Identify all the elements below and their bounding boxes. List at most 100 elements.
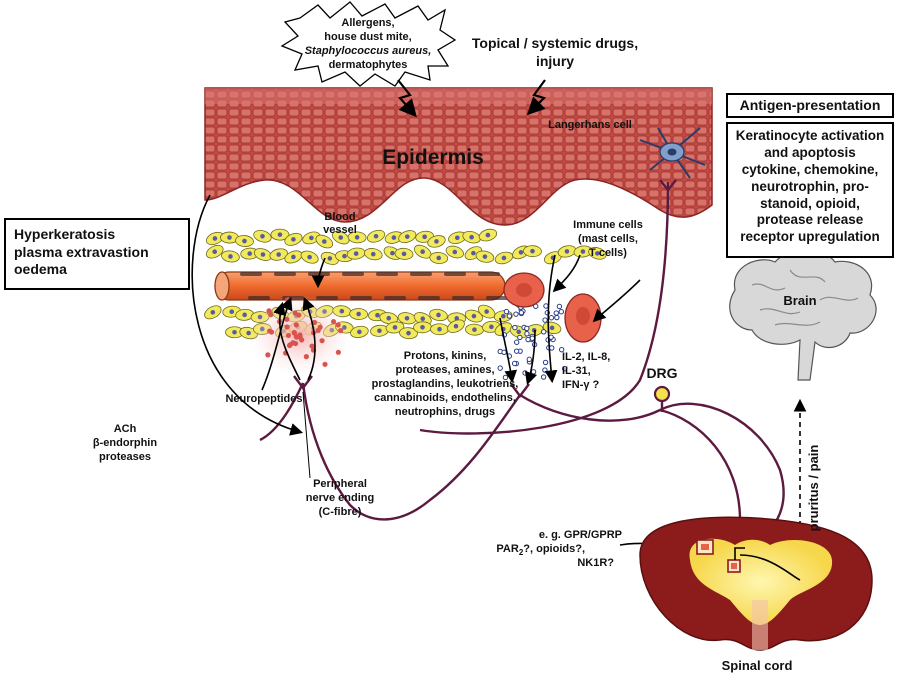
nerve-ending-mid (510, 383, 530, 398)
dermal-cell (427, 235, 446, 248)
dermal-cell (270, 228, 290, 241)
hyperkeratosis-box: Hyperkeratosis plasma extravastion oedem… (4, 218, 190, 290)
epidermis-layer (204, 87, 713, 226)
dermal-cell (413, 321, 432, 334)
dermal-cell (346, 247, 366, 260)
label-spinal-cord: Spinal cord (722, 658, 793, 673)
svg-text:Peripheral: Peripheral (313, 478, 367, 490)
neuropeptide-release (248, 295, 352, 375)
label-ach: ACh β-endorphin proteases (93, 423, 157, 463)
label-interleukins: IL-2, IL-8, IL-31, IFN-γ ? (562, 351, 610, 391)
dermal-cell (413, 244, 432, 259)
spinal-cord (639, 516, 873, 651)
svg-text:proteases: proteases (99, 451, 151, 463)
label-immune-cells: Immune cells (mast cells, T cells) (573, 219, 643, 259)
allergen-burst (280, 1, 457, 87)
dermal-cell (399, 327, 418, 340)
svg-text:Blood: Blood (324, 211, 355, 223)
svg-text:neutrophins, drugs: neutrophins, drugs (395, 406, 495, 418)
dermal-cell (398, 230, 417, 244)
svg-text:e. g. GPR/GPRP: e. g. GPR/GPRP (539, 529, 622, 541)
dermal-cell (384, 231, 404, 244)
svg-text:(C-fibre): (C-fibre) (319, 506, 362, 518)
dermal-cell (370, 324, 389, 337)
dermal-cell (588, 247, 607, 260)
dermal-cell (445, 245, 464, 259)
svg-text:T cells): T cells) (589, 247, 627, 259)
dermal-cell (225, 326, 244, 339)
label-epidermis: Epidermis (382, 146, 484, 169)
dermal-cell (363, 248, 383, 261)
langerhans-cell (639, 127, 706, 179)
svg-text:injury: injury (536, 53, 574, 69)
dermal-cell (379, 312, 399, 325)
svg-text:prostaglandins, leukotriens,: prostaglandins, leukotriens, (372, 378, 519, 390)
dermal-cell (300, 250, 319, 264)
svg-text:Protons, kinins,: Protons, kinins, (404, 350, 487, 362)
brain-icon (729, 249, 877, 381)
dermal-cell (349, 308, 369, 320)
svg-text:ACh: ACh (114, 423, 137, 435)
dermal-cell (204, 305, 222, 320)
label-receptors: e. g. GPR/GPRP PAR2?, opioids?, NK1R? (496, 529, 622, 569)
dermal-cell (253, 229, 272, 243)
drg-ganglion (653, 385, 671, 412)
drug-arrow (526, 79, 547, 116)
dermal-cell (331, 230, 350, 245)
svg-text:Allergens,: Allergens, (341, 17, 394, 29)
svg-text:IL-31,: IL-31, (562, 365, 591, 377)
svg-text:NK1R?: NK1R? (577, 557, 614, 569)
label-nerve-ending: Peripheral nerve ending (C-fibre) (306, 478, 374, 518)
label-receptors-par: PAR2?, opioids?, (496, 543, 585, 557)
dermal-cell (284, 232, 303, 246)
svg-text:Topical / systemic drugs,: Topical / systemic drugs, (472, 35, 638, 51)
dermal-cell (320, 251, 339, 265)
svg-text:(mast cells,: (mast cells, (578, 233, 638, 245)
antigen-presentation-box: Antigen-presentation (726, 93, 894, 118)
nerve-ending-top (659, 179, 677, 192)
dermal-cell (447, 319, 465, 333)
svg-text:house dust mite,: house dust mite, (324, 31, 411, 43)
dermal-cell (205, 244, 224, 259)
svg-text:IFN-γ ?: IFN-γ ? (562, 379, 600, 391)
svg-text:proteases, amines,: proteases, amines, (395, 364, 494, 376)
dermal-cell (494, 251, 514, 265)
dermal-cell (465, 323, 484, 336)
dermal-cell (462, 230, 481, 244)
svg-text:Staphylococcus aureus,: Staphylococcus aureus, (305, 45, 432, 57)
svg-text:Immune cells: Immune cells (573, 219, 643, 231)
keratinocyte-activation-box: Keratinocyte activation and apoptosis cy… (726, 122, 894, 258)
dermal-cell (397, 312, 417, 325)
dermal-cell (475, 250, 495, 263)
dermal-cell (448, 231, 467, 244)
dermal-cell (523, 245, 542, 258)
dermal-cell (429, 308, 448, 322)
label-brain: Brain (783, 293, 816, 308)
label-drg: DRG (646, 365, 677, 381)
dermal-cell (464, 309, 484, 323)
nerve-ending-pointer (302, 391, 311, 479)
blood-vessel (214, 271, 508, 301)
label-topical-drugs: Topical / systemic drugs, injury (472, 35, 638, 69)
dermal-cell (478, 228, 498, 242)
dermal-cell (205, 231, 224, 246)
dermal-cell (269, 248, 288, 261)
label-neuropeptides: Neuropeptides (225, 393, 302, 405)
dermal-cell (221, 250, 240, 263)
label-mediators: Protons, kinins, proteases, amines, pros… (372, 350, 519, 418)
dermal-cell (315, 234, 334, 249)
dermal-cell (394, 247, 414, 260)
dermal-cell (429, 252, 449, 264)
label-blood-vessel: Blood vessel (323, 211, 357, 236)
allergen-arrow (397, 79, 417, 118)
dermal-cell (235, 235, 254, 247)
dermal-cell (366, 229, 386, 243)
label-allergens: Allergens, house dust mite, Staphylococc… (305, 17, 432, 71)
dermal-cell (284, 250, 303, 264)
svg-text:nerve ending: nerve ending (306, 492, 374, 504)
label-langerhans: Langerhans cell (548, 119, 632, 131)
nerve-ending-left (293, 375, 313, 390)
svg-text:cannabinoids, endothelins,: cannabinoids, endothelins, (374, 392, 516, 404)
svg-text:vessel: vessel (323, 224, 357, 236)
